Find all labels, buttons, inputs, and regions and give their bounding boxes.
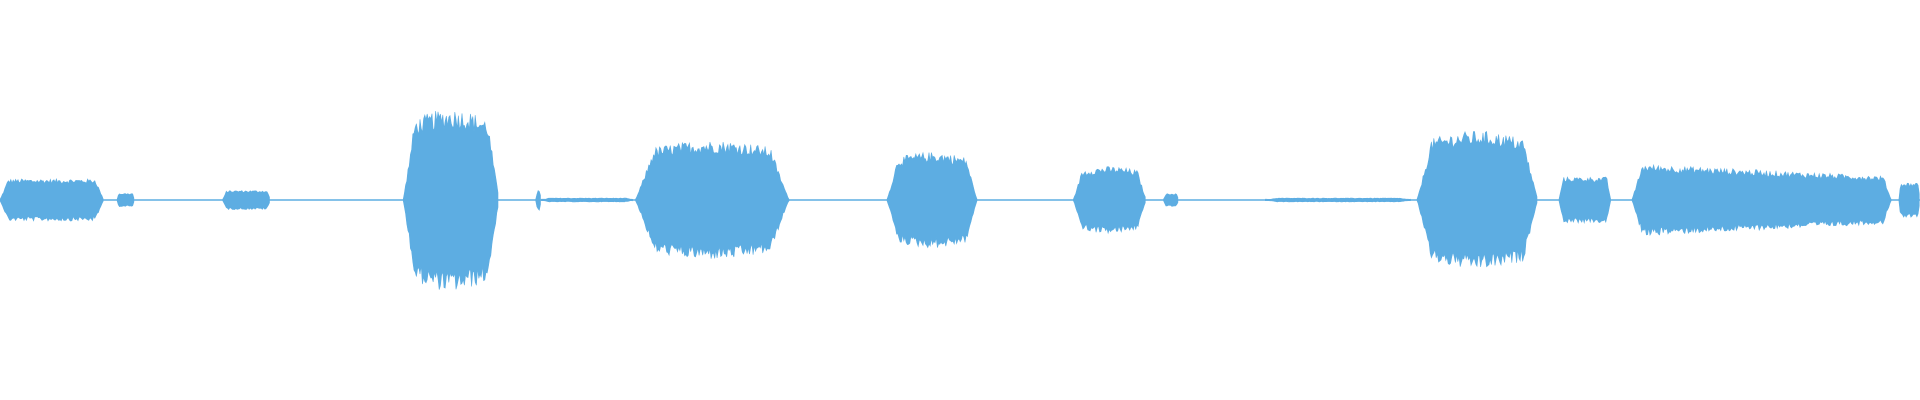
waveform-segment-4 (402, 110, 499, 290)
waveform-segment-2 (116, 193, 135, 208)
waveform-segment-7 (635, 141, 790, 259)
waveform-segment-12 (1416, 130, 1538, 268)
waveform-segment-9 (1073, 166, 1146, 235)
waveform-segment-6 (541, 197, 633, 203)
waveform-segment-13 (1558, 176, 1611, 224)
waveform-segment-1 (0, 177, 104, 222)
waveform-segment-3 (222, 190, 270, 210)
waveform-segment-10 (1163, 193, 1179, 207)
waveform-segment-14 (1631, 163, 1892, 236)
waveform-segment-5 (535, 190, 541, 211)
waveform-segments (0, 110, 1920, 290)
waveform-segment-11 (1265, 197, 1411, 203)
waveform-segment-15 (1898, 182, 1920, 218)
waveform-segment-8 (886, 151, 978, 249)
